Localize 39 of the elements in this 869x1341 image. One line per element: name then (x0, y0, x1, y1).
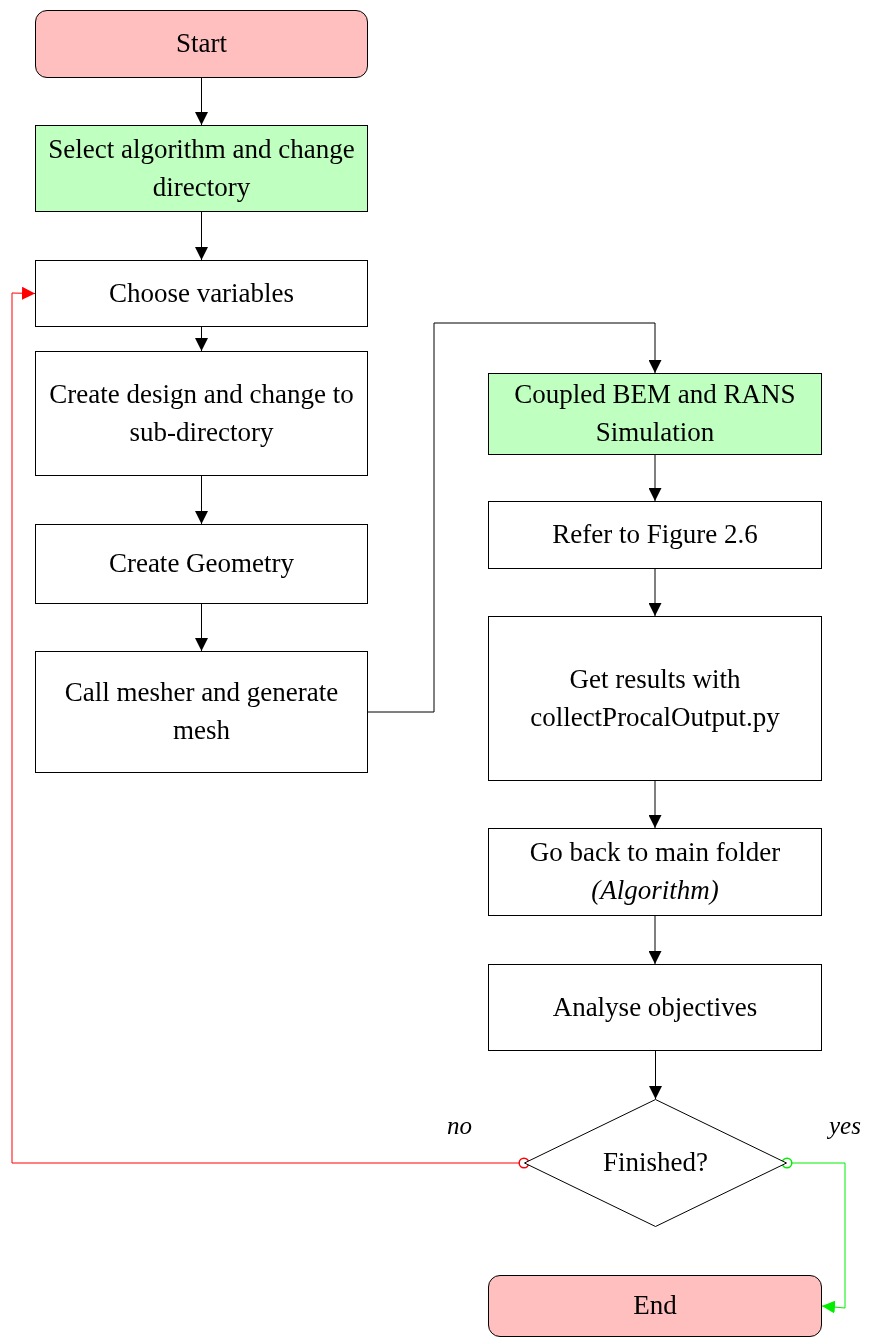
node-text: Select algorithm and change directory (47, 132, 356, 204)
arrow (648, 568, 662, 617)
node-text: Call mesher and generate mesh (63, 676, 340, 747)
process-box (488, 373, 822, 455)
node-text: Create Geometry (107, 547, 296, 581)
process-box (35, 524, 368, 604)
node-text: Create design and change to sub-directory (48, 377, 355, 449)
arrow (195, 77, 208, 126)
terminal-box (35, 10, 368, 78)
node-text: Get results with collectProcalOutput.py (529, 662, 781, 734)
node-text: Refer to Figure 2.6 (551, 518, 759, 552)
process-box (488, 616, 822, 781)
arrow (195, 603, 208, 652)
process-box (35, 651, 368, 773)
node-text: Coupled BEM and RANS Simulation (513, 378, 797, 449)
node-text: Start (175, 27, 228, 61)
process-box (35, 351, 368, 476)
arrow (648, 454, 662, 502)
arrow (648, 915, 662, 965)
process-box (488, 964, 822, 1051)
node-text: Choose variables (107, 276, 296, 310)
terminal-box (488, 1275, 822, 1337)
arrow (11, 286, 530, 1169)
arrow (195, 211, 208, 261)
process-box (35, 125, 368, 212)
arrow (648, 780, 662, 829)
arrow (649, 1050, 662, 1100)
process-box (488, 828, 822, 916)
process-box (35, 260, 368, 327)
arrow (781, 1157, 846, 1314)
process-box (488, 501, 822, 569)
node-text: End (632, 1289, 678, 1323)
node-text: Analyse objectives (551, 990, 759, 1024)
node-text: Finished? (602, 1146, 709, 1180)
arrow (367, 322, 662, 713)
decision-diamond (524, 1099, 787, 1227)
arrow (195, 475, 208, 525)
arrow (195, 326, 208, 352)
node-text: Go back to main folder (Algorithm) (528, 836, 782, 907)
